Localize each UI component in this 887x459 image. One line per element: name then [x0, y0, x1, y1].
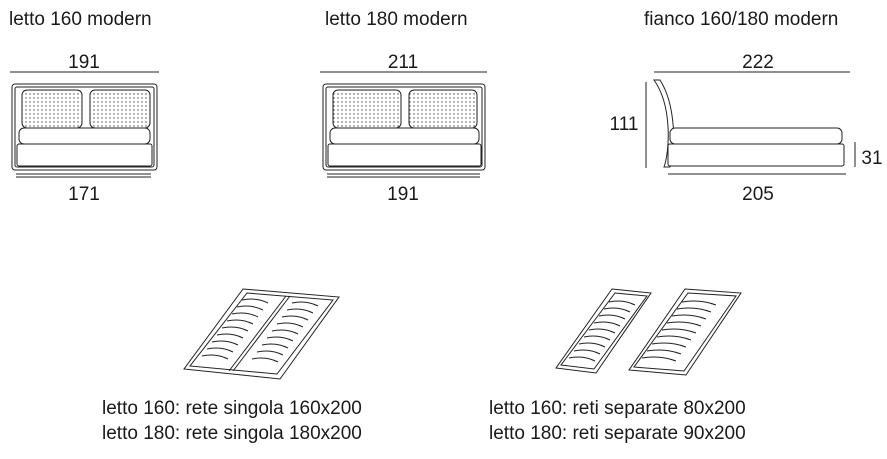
title-bed-160: letto 160 modern: [9, 9, 152, 30]
dim-bed-160-top: 191: [68, 52, 100, 73]
caption-single-net-180: letto 180: rete singola 180x200: [102, 423, 362, 444]
split-slat-bases: [555, 288, 742, 376]
bed-160-front-view: [10, 71, 159, 178]
dim-side-frame-height: 31: [861, 148, 883, 169]
bed-180-front-view: [320, 71, 487, 178]
dim-side-length-top: 222: [742, 52, 774, 73]
dim-bed-160-bottom: 171: [68, 184, 100, 205]
caption-split-nets-160: letto 160: reti separate 80x200: [489, 398, 746, 419]
dim-side-length-bottom: 205: [742, 184, 774, 205]
dim-bed-180-bottom: 191: [387, 184, 419, 205]
title-bed-180: letto 180 modern: [325, 9, 468, 30]
side-view: [645, 71, 856, 175]
dim-side-height: 111: [609, 114, 639, 135]
single-slat-base: [183, 288, 340, 380]
dim-bed-180-top: 211: [387, 52, 419, 73]
caption-single-net-160: letto 160: rete singola 160x200: [102, 398, 362, 419]
title-side-view: fianco 160/180 modern: [644, 9, 839, 30]
caption-split-nets-180: letto 180: reti separate 90x200: [489, 423, 746, 444]
